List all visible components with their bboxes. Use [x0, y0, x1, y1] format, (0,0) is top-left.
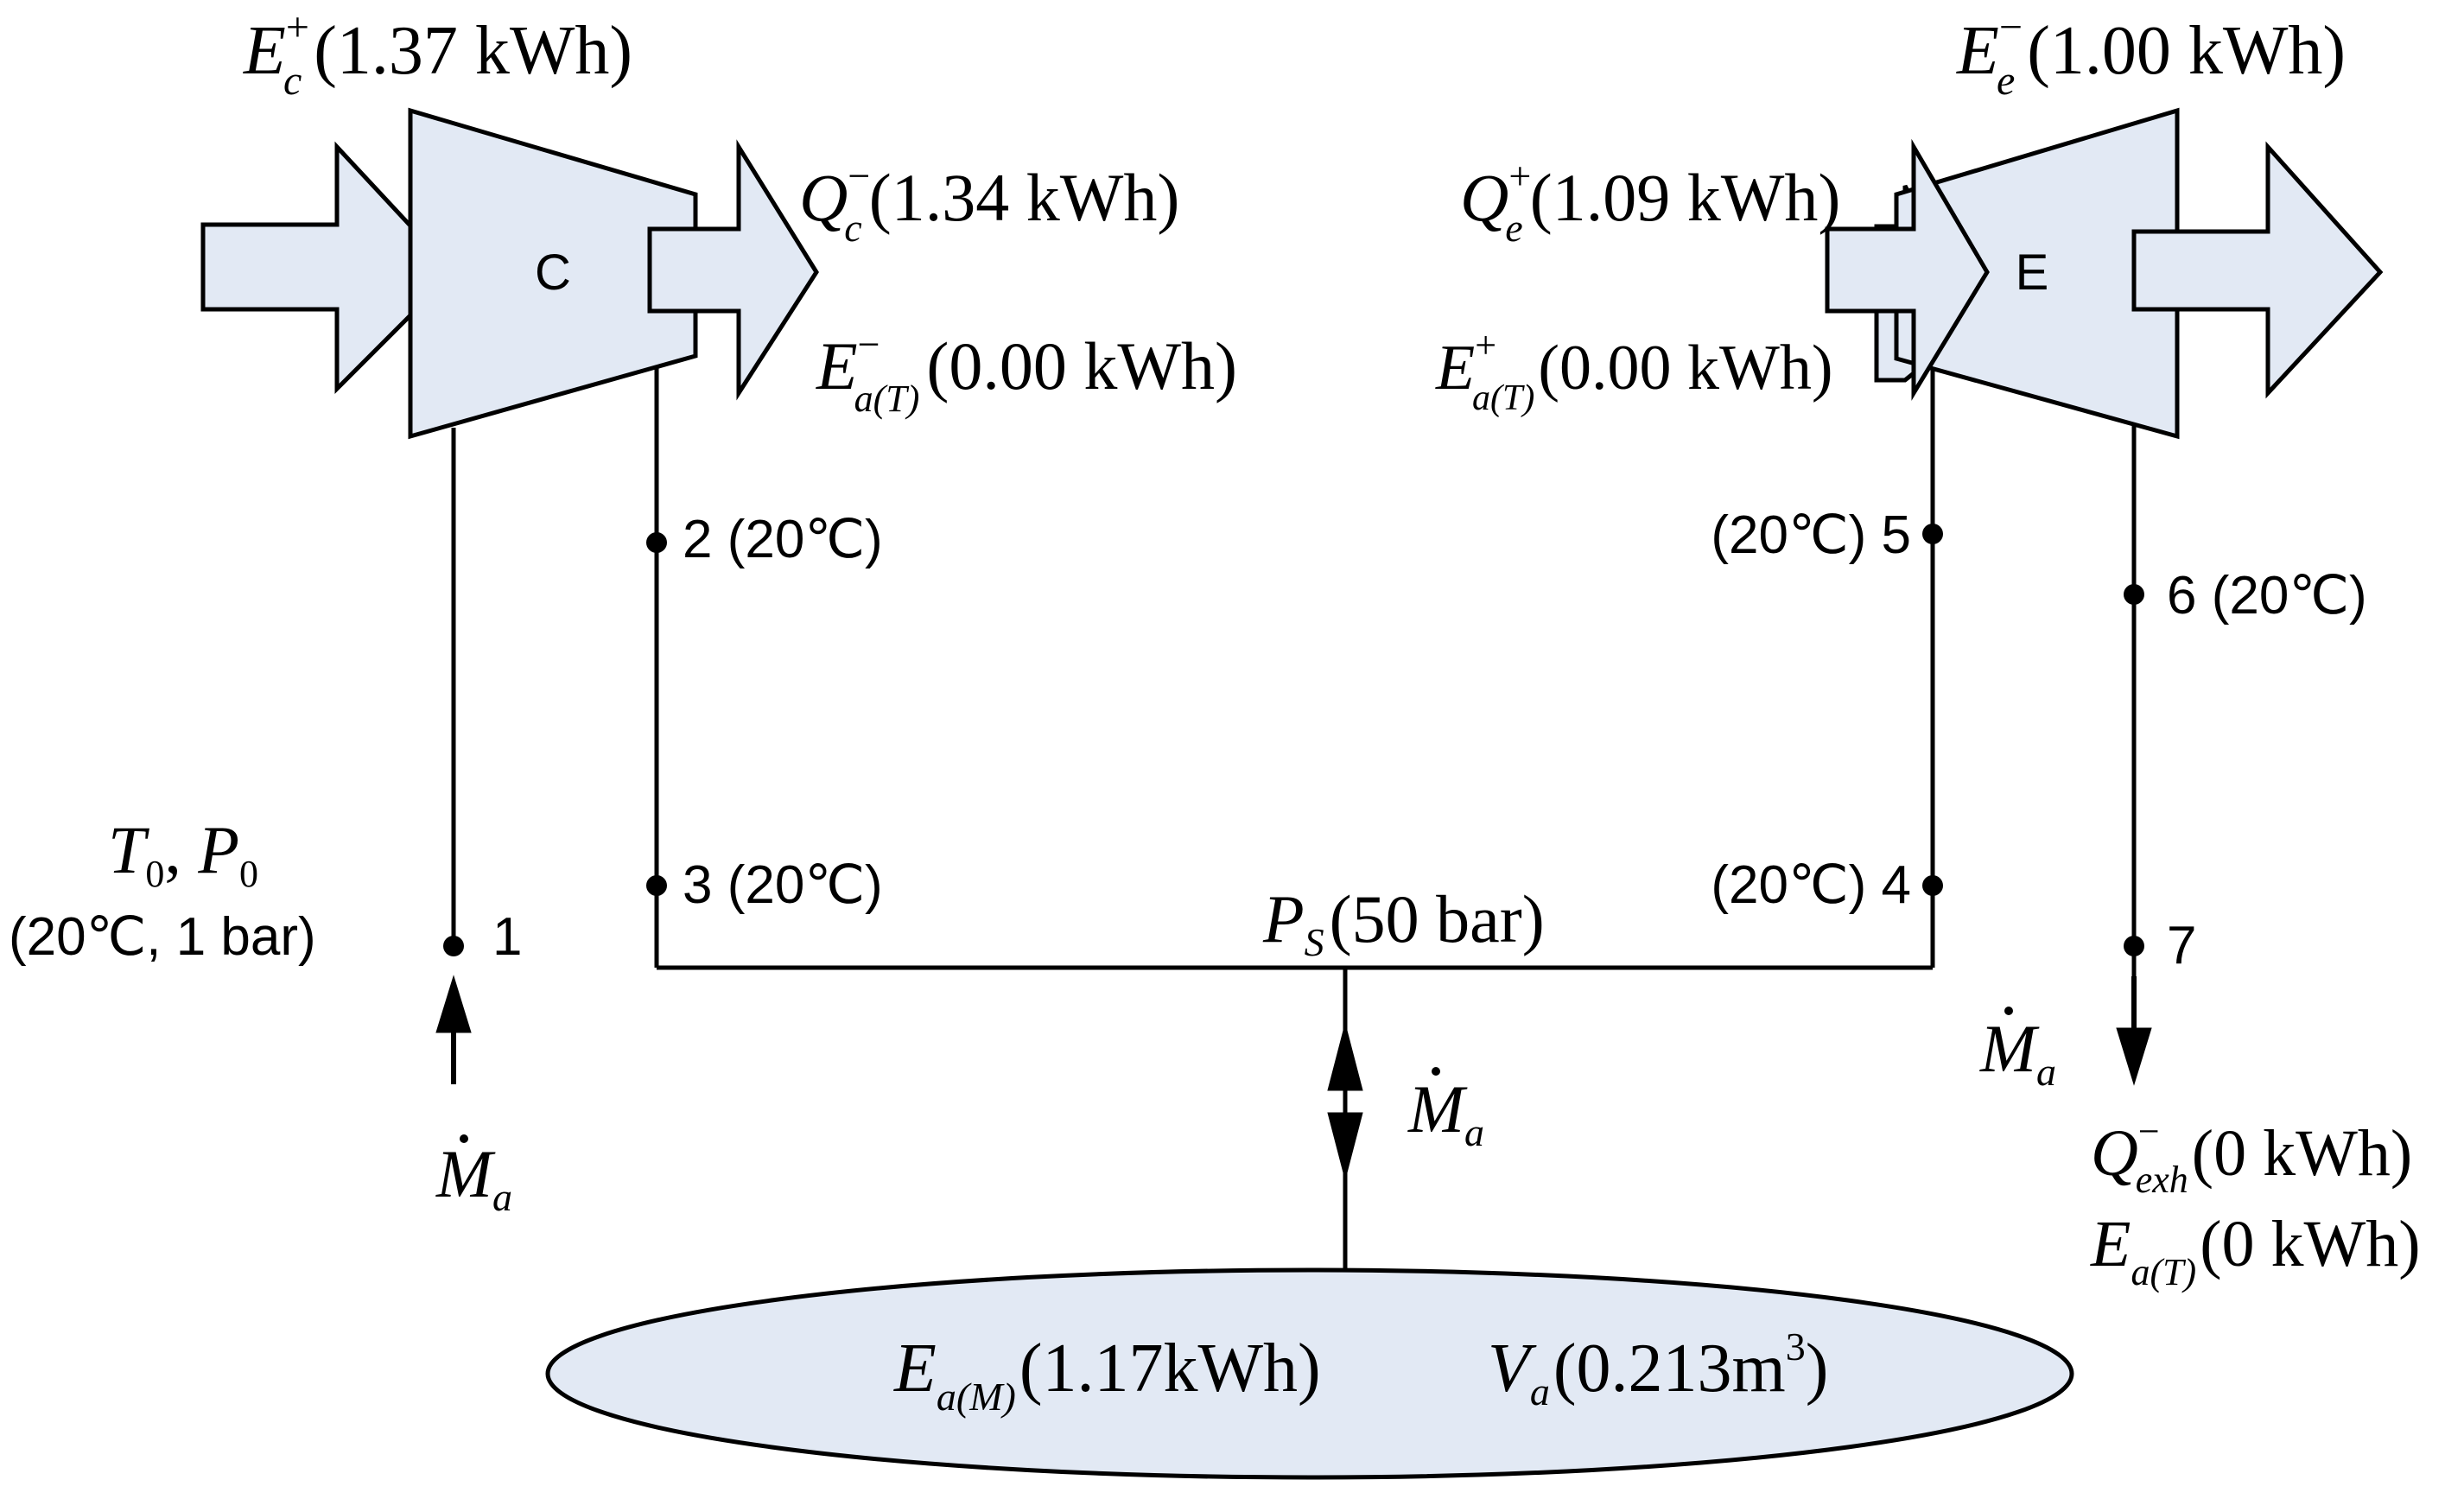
exhaust-heat: Q−exh(0 kWh)	[2091, 1110, 2412, 1201]
state-1-dot	[443, 936, 464, 956]
mass-flow-dot-icon	[2004, 1007, 2013, 1015]
ambient-symbols: T0, P0	[108, 812, 258, 895]
state-labels: 1 2 (20℃) 3 (20℃) (20℃) 4 (20℃) 5 6 (20℃…	[492, 505, 2367, 975]
compressor-heat-out: Q−c(1.34 kWh)	[799, 154, 1179, 250]
expander-energy-out: E−e(1.00 kWh)	[1956, 4, 2346, 104]
storage-tank	[545, 1267, 2074, 1480]
storage-pressure: PS(50 bar)	[1262, 881, 1545, 964]
compressor-energy-arrow-icon	[200, 141, 457, 395]
tank-flow-up-arrow-icon	[1327, 1022, 1363, 1091]
mass-flow-inlet-label: Ma	[435, 1134, 512, 1219]
state-2-label: 2 (20℃)	[683, 510, 883, 569]
compressor-energy-in: E+c(1.37 kWh)	[243, 4, 632, 104]
expander-label: E	[2016, 245, 2049, 301]
svg-text:Ma: Ma	[435, 1136, 512, 1219]
mass-flow-dot-icon	[1432, 1067, 1440, 1076]
flow-arrows	[435, 975, 2152, 1181]
expander-heat-arrow-icon	[1825, 138, 1990, 401]
expander-body	[1894, 107, 2180, 440]
pipe-network	[451, 359, 2137, 1274]
state-3-label: 3 (20℃)	[683, 855, 883, 915]
mass-flow-dot-icon	[460, 1134, 468, 1143]
state-5-label: (20℃) 5	[1711, 505, 1911, 565]
state-6-dot	[2124, 584, 2144, 605]
compressor-body	[408, 107, 698, 440]
compressor-heat-arrow-icon	[647, 139, 819, 401]
state-4-label: (20℃) 4	[1711, 855, 1911, 915]
exhaust-exergy: Ea(T)(0 kWh)	[2090, 1208, 2421, 1293]
expander-energy-arrow-icon	[2131, 141, 2384, 399]
expander-unit: E	[1825, 107, 2384, 440]
compressor-label: C	[535, 245, 571, 301]
state-2-dot	[646, 532, 667, 553]
svg-text:Ma: Ma	[1979, 1011, 2056, 1094]
svg-text:Ma: Ma	[1407, 1071, 1484, 1154]
mass-flow-tank-label: Ma	[1407, 1067, 1484, 1154]
mass-flow-exhaust-label: Ma	[1979, 1007, 2056, 1094]
state-5-dot	[1922, 524, 1943, 544]
state-7-dot	[2124, 936, 2144, 956]
state-6-label: 6 (20℃)	[2167, 566, 2367, 626]
inlet-flow-arrow-icon	[435, 975, 472, 1033]
tank-exergy: Ea(M)(1.17kWh)	[893, 1331, 1321, 1419]
ambient-condition: (20℃, 1 bar)	[9, 907, 316, 967]
state-3-dot	[646, 875, 667, 896]
tank-flow-down-arrow-icon	[1327, 1112, 1363, 1181]
state-points	[443, 524, 2144, 956]
tank-volume: Va(0.213m3)	[1488, 1324, 1828, 1413]
state-1-label: 1	[492, 907, 522, 967]
state-4-dot	[1922, 875, 1943, 896]
expander-exergy-in: E+a(T)(0.00 kWh)	[1435, 324, 1833, 418]
compressor-unit: C	[200, 107, 819, 440]
exhaust-flow-arrow-icon	[2116, 1027, 2152, 1086]
compressor-exergy-out: E−a(T)(0.00 kWh)	[816, 322, 1237, 420]
state-7-label: 7	[2167, 916, 2196, 975]
expander-heat-in: Q+e(1.09 kWh)	[1460, 154, 1840, 250]
